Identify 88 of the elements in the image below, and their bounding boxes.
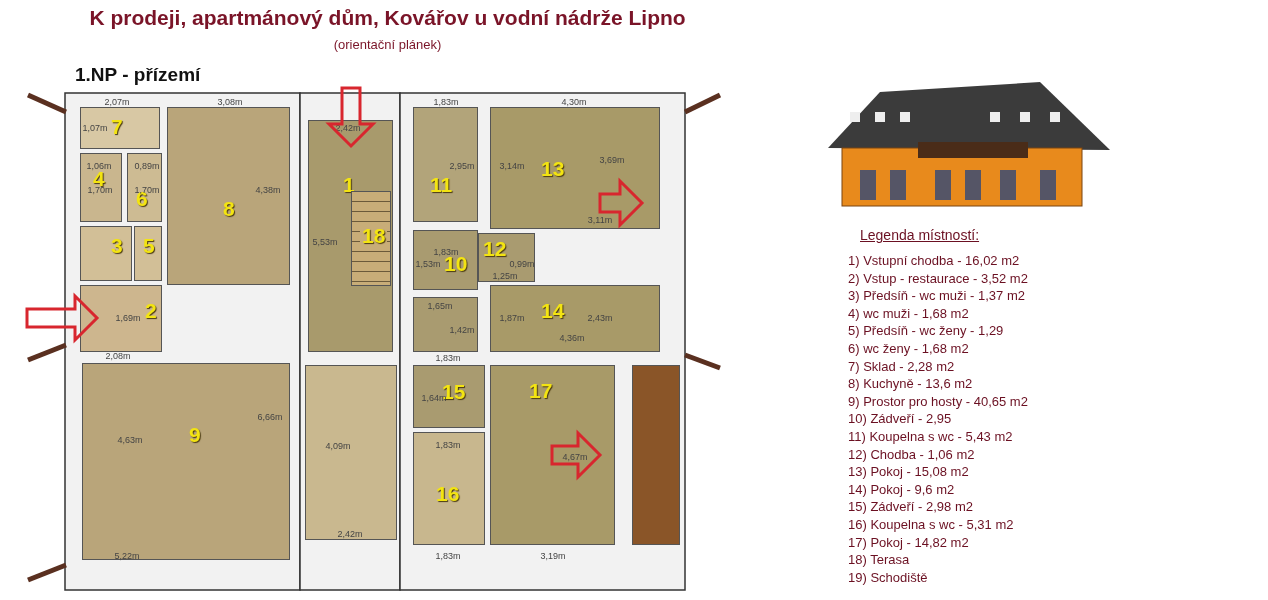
title: K prodeji, apartmánový dům, Kovářov u vodní nádrže Lipno: [88, 6, 687, 30]
room-number: 2: [145, 300, 157, 321]
dimension-label: 3,11m: [587, 215, 613, 225]
room: [167, 107, 290, 285]
legend-entry: 17) Pokoj - 14,82 m2: [848, 534, 969, 550]
room: [134, 226, 162, 281]
legend-entry: 14) Pokoj - 9,6 m2: [848, 481, 955, 497]
room: [308, 120, 393, 352]
room-number: 17: [529, 380, 553, 401]
legend-heading: Legenda místností:: [860, 227, 980, 243]
dimension-label: 1,25m: [492, 271, 518, 281]
room-number: 12: [483, 238, 507, 259]
legend-entry: 6) wc ženy - 1,68 m2: [848, 341, 969, 356]
legend-entry: 5) Předsíň - wc ženy - 1,29: [848, 323, 1004, 339]
room: [413, 107, 478, 222]
legend-entry: 10) Zádveří - 2,95: [848, 411, 952, 427]
dimension-label: 1,70m: [87, 185, 113, 195]
legend-entry: 8) Kuchyně - 13,6 m2: [848, 376, 973, 392]
dimension-label: 2,95m: [449, 161, 475, 171]
dimension-label: 5,53m: [312, 237, 338, 247]
room-number: 7: [111, 116, 123, 137]
legend-entry: 1) Vstupní chodba - 16,02 m2: [848, 253, 1020, 268]
dimension-label: 4,67m: [562, 452, 588, 462]
room-area: [632, 365, 680, 545]
dimension-label: 1,83m: [433, 247, 459, 257]
room: [80, 107, 160, 149]
room-area: [413, 297, 478, 352]
legend-entry: 4) wc muži - 1,68 m2: [848, 305, 969, 321]
room-number: 8: [223, 198, 235, 219]
room-number: 3: [111, 235, 123, 256]
dimension-label: 4,09m: [325, 441, 351, 451]
room-number: 13: [541, 158, 565, 179]
dimension-label: 1,70m: [134, 185, 160, 195]
dimension-label: 2,08m: [105, 351, 131, 361]
dimension-label: 5,22m: [114, 551, 140, 561]
legend-entry: 16) Koupelna s wc - 5,31 m2: [848, 517, 1014, 532]
dimension-label: 3,14m: [499, 161, 525, 171]
dimension-label: 1,53m: [415, 259, 441, 269]
dimension-label: 1,83m: [435, 440, 461, 450]
room: [490, 285, 660, 352]
legend-entry: 18) Terasa: [848, 552, 910, 568]
dimension-label: 1,83m: [435, 353, 461, 363]
legend-entry: 19) Schodiště: [848, 569, 928, 585]
room-number: 14: [541, 300, 565, 321]
room-number: 1: [343, 174, 355, 195]
legend-entry: 3) Předsíň - wc muži - 1,37 m2: [848, 288, 1025, 304]
subtitle: (orientační plánek): [332, 37, 443, 52]
floor-heading: 1.NP - přízemí: [75, 64, 201, 86]
dimension-label: 0,99m: [509, 259, 535, 269]
room-number: 11: [430, 174, 453, 195]
dimension-label: 1,87m: [499, 313, 525, 323]
legend-entry: 13) Pokoj - 15,08 m2: [848, 464, 969, 480]
room: [351, 191, 391, 286]
room-area: [305, 365, 397, 540]
room: [413, 230, 478, 290]
dimension-label: 3,69m: [599, 155, 625, 165]
dimension-label: 1,42m: [449, 325, 475, 335]
legend-entry: 11) Koupelna s wc - 5,43 m2: [848, 429, 1013, 444]
room-number: 16: [436, 483, 460, 504]
room-number: 9: [189, 424, 201, 445]
room: [490, 107, 660, 229]
legend-entry: 9) Prostor pro hosty - 40,65 m2: [848, 393, 1028, 409]
room: [80, 285, 162, 352]
room-number: 5: [143, 235, 155, 256]
dimension-label: 1,07m: [82, 123, 108, 133]
legend-entry: 15) Zádveří - 2,98 m2: [848, 499, 973, 515]
legend-entry: 2) Vstup - restaurace - 3,52 m2: [848, 270, 1028, 286]
dimension-label: 6,66m: [257, 412, 283, 422]
legend-entry: 12) Chodba - 1,06 m2: [848, 446, 975, 462]
room: [413, 365, 485, 428]
dimension-label: 1,69m: [115, 313, 141, 323]
dimension-label: 1,65m: [427, 301, 453, 311]
dimension-label: 2,43m: [587, 313, 613, 323]
room: [413, 432, 485, 545]
dimension-label: 4,36m: [559, 333, 585, 343]
legend-entry: 7) Sklad - 2,28 m2: [848, 358, 955, 374]
room: [478, 233, 535, 282]
dimension-label: 1,06m: [86, 161, 112, 171]
dimension-label: 4,38m: [255, 185, 281, 195]
room: [127, 153, 162, 222]
dimension-label: 2,42m: [335, 123, 361, 133]
room: [82, 363, 290, 560]
room: [80, 153, 122, 222]
room: [490, 365, 615, 545]
dimension-label: 0,89m: [134, 161, 160, 171]
dimension-label: 2,42m: [337, 529, 363, 539]
room: [80, 226, 132, 281]
dimension-label: 4,63m: [117, 435, 143, 445]
